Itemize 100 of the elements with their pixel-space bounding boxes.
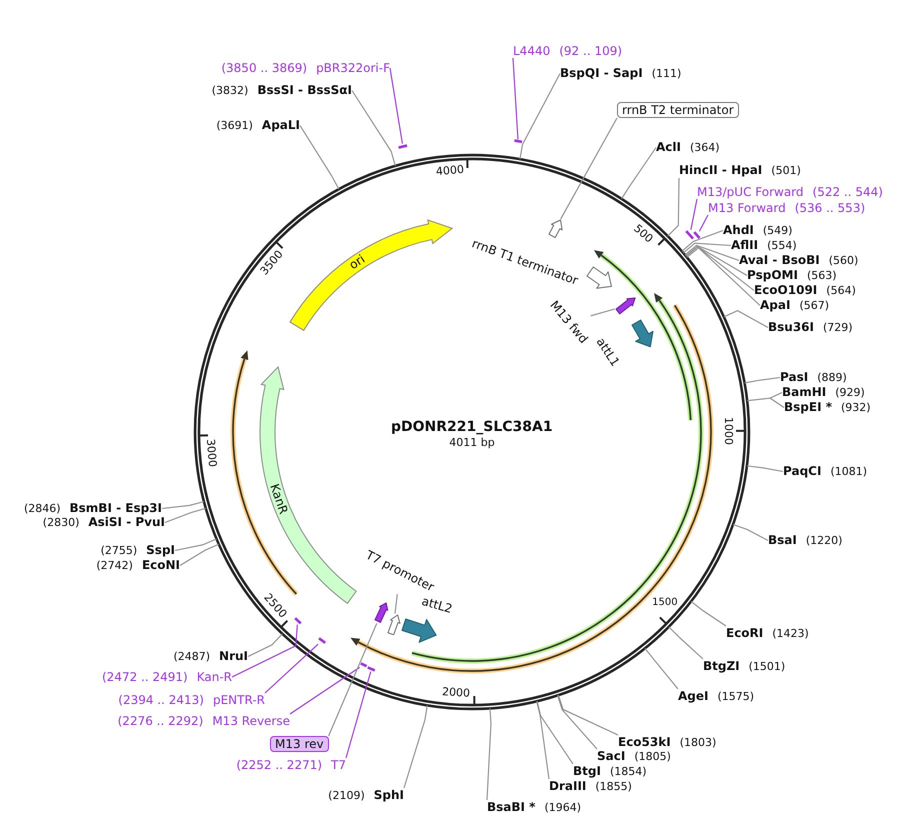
leader-line (300, 125, 340, 190)
primer-name: M13/pUC Forward (697, 185, 804, 199)
cut-position: (932) (841, 401, 871, 415)
primer-range: (2252 .. 2271) (236, 758, 322, 772)
leader-line (744, 376, 780, 384)
leader-line (394, 594, 398, 614)
primer-mark (514, 139, 522, 144)
primer-name: M13 Reverse (212, 714, 290, 728)
scale-label: 1500 (652, 596, 678, 609)
primer-name: L4440 (513, 44, 550, 58)
primer-name: Kan-R (196, 670, 232, 684)
primer-mark (294, 616, 302, 625)
enzyme-name: BamHI (782, 385, 826, 399)
enzyme-name: SspI (146, 543, 175, 557)
leader-line (590, 308, 615, 316)
primer-range: (536 .. 553) (794, 201, 866, 215)
cut-position: (2830) (42, 516, 80, 530)
cut-position: (2109) (328, 789, 365, 803)
leader-line (345, 671, 372, 758)
leader-line (162, 501, 204, 510)
cut-position: (1081) (830, 465, 868, 479)
plasmid-name: pDONR221_SLC38A1 (391, 419, 553, 435)
enzyme-name: PasI (780, 370, 808, 384)
leader-line (519, 73, 560, 160)
leader-line (164, 508, 206, 524)
cut-position: (1855) (595, 780, 632, 794)
leader-line (174, 538, 217, 552)
enzyme-name: EcoNI (142, 558, 180, 572)
enzyme-name: EcoRI (726, 626, 764, 640)
cut-position: (929) (835, 386, 865, 400)
cut-position: (1803) (680, 736, 716, 750)
plasmid-length: 4011 bp (449, 437, 495, 449)
leader-line (690, 198, 698, 230)
feature-label: ori (346, 252, 368, 272)
primer-range: (2394 .. 2413) (118, 693, 204, 707)
feature-glyph (548, 219, 563, 239)
cut-position: (554) (767, 239, 797, 253)
primer-mark (685, 230, 695, 240)
cut-position: (889) (817, 371, 847, 385)
leader-line (770, 392, 782, 399)
leader-line (686, 246, 748, 276)
leader-line (536, 701, 574, 764)
primer-mark (360, 662, 368, 668)
leader-line (724, 310, 768, 328)
enzyme-name: BspQI - SapI (560, 66, 643, 80)
enzyme-name: Bsu36I (768, 320, 814, 334)
leader-line (560, 118, 618, 220)
leader-line (536, 701, 550, 780)
cut-position: (111) (652, 67, 682, 81)
leader-line (668, 626, 704, 660)
cut-position: (564) (826, 284, 856, 298)
cut-position: (3832) (212, 84, 248, 98)
enzyme-name: BsaI (768, 533, 797, 547)
cut-position: (560) (828, 254, 858, 268)
primer-range: (3850 .. 3869) (221, 61, 308, 75)
feature-callout: rrnB T2 terminator (617, 102, 739, 118)
leader-line (512, 58, 518, 140)
leader-line (290, 666, 360, 714)
primer-mark (398, 144, 408, 149)
cut-position: (563) (806, 269, 837, 283)
enzyme-name: AclI (656, 140, 681, 154)
leader-line (747, 398, 770, 402)
enzyme-name: BsmBI - Esp3I (70, 501, 162, 515)
cut-position: (2742) (96, 559, 133, 573)
feature-label: KanR (266, 482, 290, 516)
leader-line (690, 601, 726, 626)
primer-name: pBR322ori-F (316, 61, 390, 75)
scale-label: 1000 (722, 416, 734, 445)
cut-position: (1220) (806, 534, 842, 548)
primer-name: M13 Forward (708, 201, 786, 215)
enzyme-name: BsaBI * (487, 800, 536, 814)
primer-range: (522 .. 544) (812, 185, 883, 199)
leader-line (403, 705, 428, 788)
scale-label: 2000 (441, 686, 470, 700)
leader-line (684, 244, 740, 262)
leader-line (486, 708, 492, 800)
enzyme-name: AvaI - BsoBI (739, 253, 820, 267)
leader-line (389, 68, 403, 144)
cut-position: (729) (823, 321, 853, 335)
cut-position: (2755) (100, 544, 138, 558)
cut-position: (1854) (610, 765, 647, 779)
enzyme-name: PaqCI (783, 464, 822, 478)
leader-line (232, 624, 298, 678)
enzyme-name: ApaLI (262, 118, 300, 132)
cut-position: (1575) (717, 690, 754, 704)
cut-position: (1501) (748, 660, 786, 674)
enzyme-name: BspEI * (784, 400, 832, 414)
scale-label: 3000 (204, 439, 218, 468)
leader-line (558, 695, 618, 736)
enzyme-name: AsiSI - PvuI (88, 515, 165, 529)
leader-line (180, 544, 219, 566)
primer-name: T7 (331, 758, 346, 772)
leader-line (621, 147, 656, 200)
cut-position: (2487) (173, 650, 210, 664)
leader-line (746, 465, 784, 472)
leader-line (352, 90, 396, 166)
primer-range: (92 .. 109) (559, 44, 622, 58)
leader-line (698, 214, 708, 232)
scale-label: 500 (631, 222, 656, 246)
cut-position: (1805) (634, 750, 671, 764)
